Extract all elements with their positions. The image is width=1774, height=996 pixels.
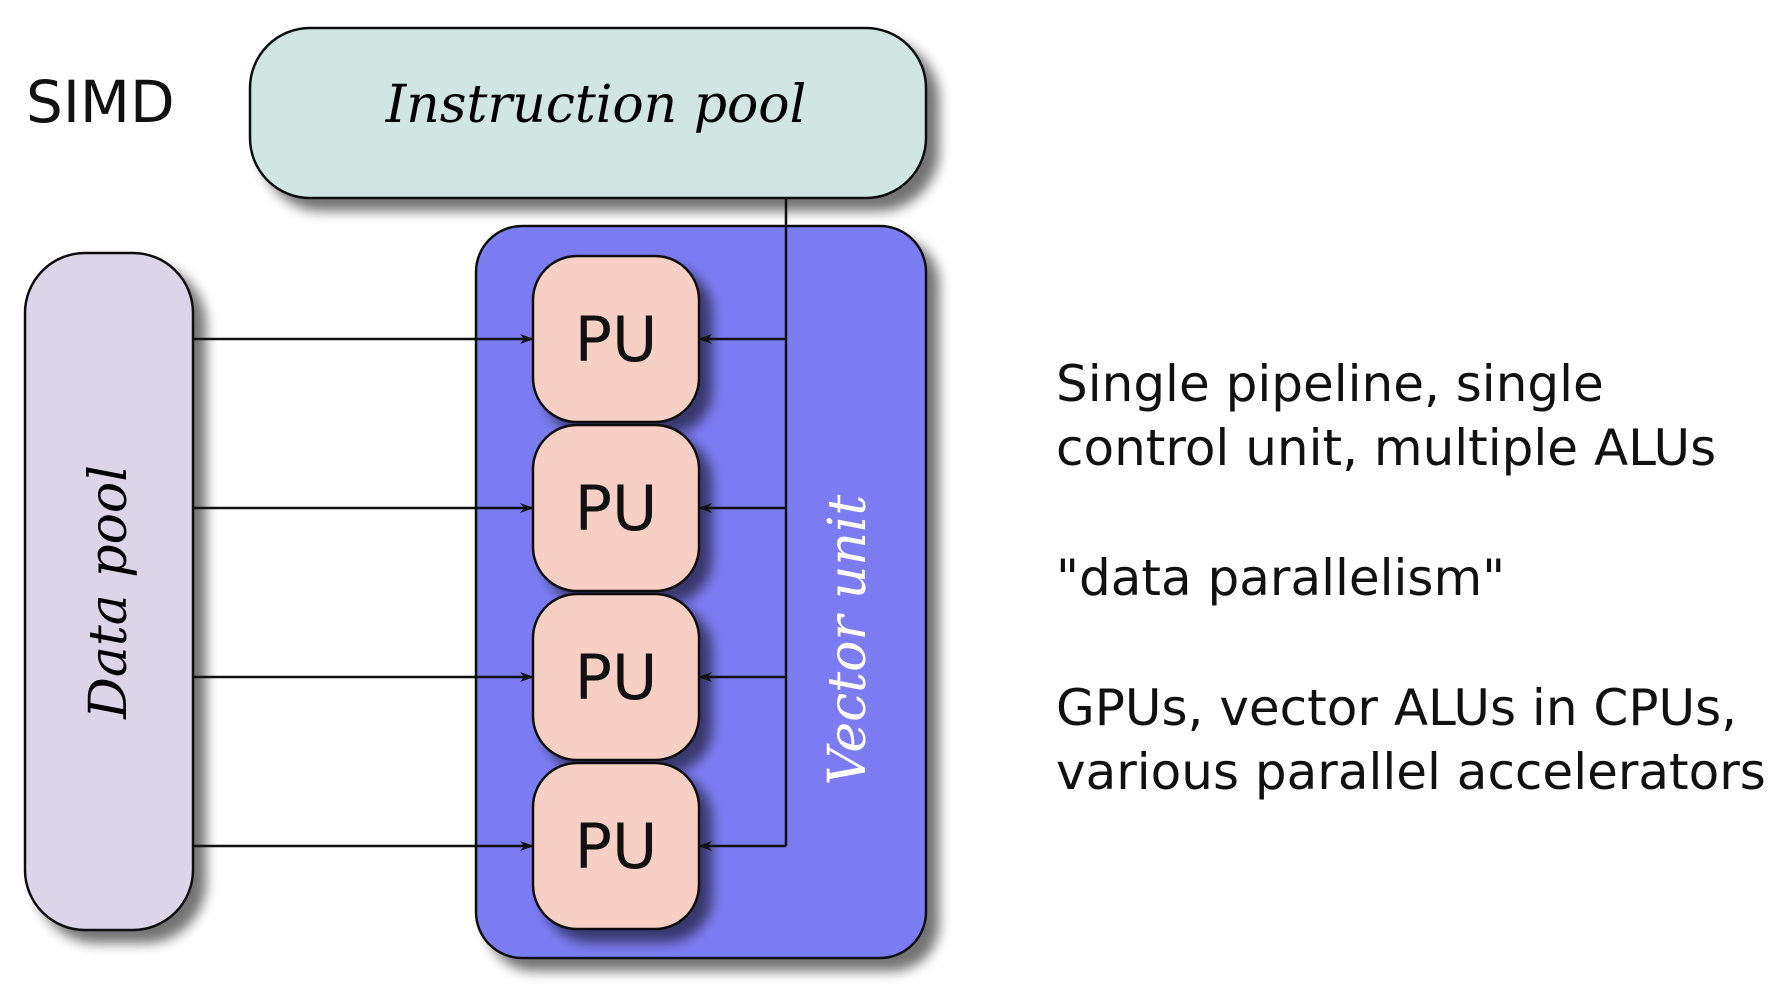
processing-units: PU PU PU PU [193,254,786,931]
note-paragraph: Single pipeline, single control unit, mul… [1056,352,1766,480]
instruction-pool-box [248,26,928,200]
slide-title: SIMD [26,68,175,136]
notes-panel: Single pipeline, single control unit, mul… [1056,352,1766,804]
instruction-pool: Instruction pool [248,26,928,200]
note-line: GPUs, vector ALUs in CPUs, [1056,679,1738,737]
pu-label: PU [575,641,658,714]
note-line: Single pipeline, single [1056,355,1604,413]
data-pool: Data pool [23,251,195,932]
note-line: control unit, multiple ALUs [1056,419,1717,477]
pu-label: PU [575,472,658,545]
data-pool-box [23,251,195,932]
simd-diagram: Instruction pool Data pool Vector unit P… [23,26,928,960]
vector-unit-label: Vector unit [818,495,878,786]
note-paragraph: "data parallelism" [1056,546,1766,610]
note-line: various parallel accelerators [1056,743,1766,801]
note-line: "data parallelism" [1056,549,1506,607]
pu-label: PU [575,810,658,883]
pu-label: PU [575,303,658,376]
instruction-pool-label: Instruction pool [385,75,806,135]
note-paragraph: GPUs, vector ALUs in CPUs, various parall… [1056,676,1766,804]
data-pool-label: Data pool [79,465,139,720]
